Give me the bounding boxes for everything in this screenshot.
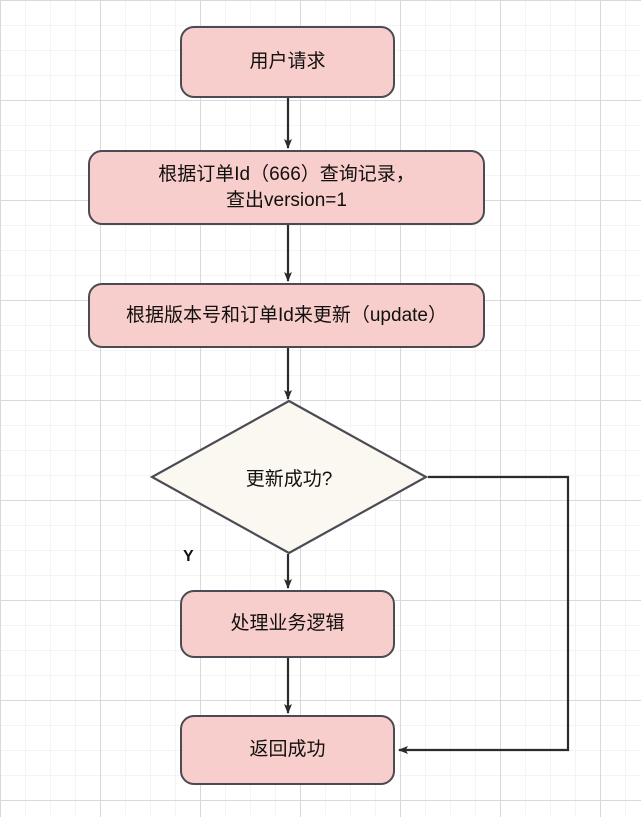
diamond-shape	[150, 399, 428, 555]
node-update-success-decision[interactable]: 更新成功?	[150, 399, 428, 555]
node-query-order-record[interactable]: 根据订单Id（666）查询记录， 查出version=1	[88, 150, 485, 225]
node-handle-business-logic[interactable]: 处理业务逻辑	[180, 590, 395, 658]
node-update-by-version[interactable]: 根据版本号和订单Id来更新（update）	[88, 283, 485, 348]
node-return-success[interactable]: 返回成功	[180, 715, 395, 785]
edge-label-yes: Y	[183, 548, 194, 565]
node-user-request[interactable]: 用户请求	[180, 26, 395, 98]
decision-label: 更新成功?	[245, 468, 333, 490]
edge-decision-retry-to-return	[398, 475, 570, 754]
